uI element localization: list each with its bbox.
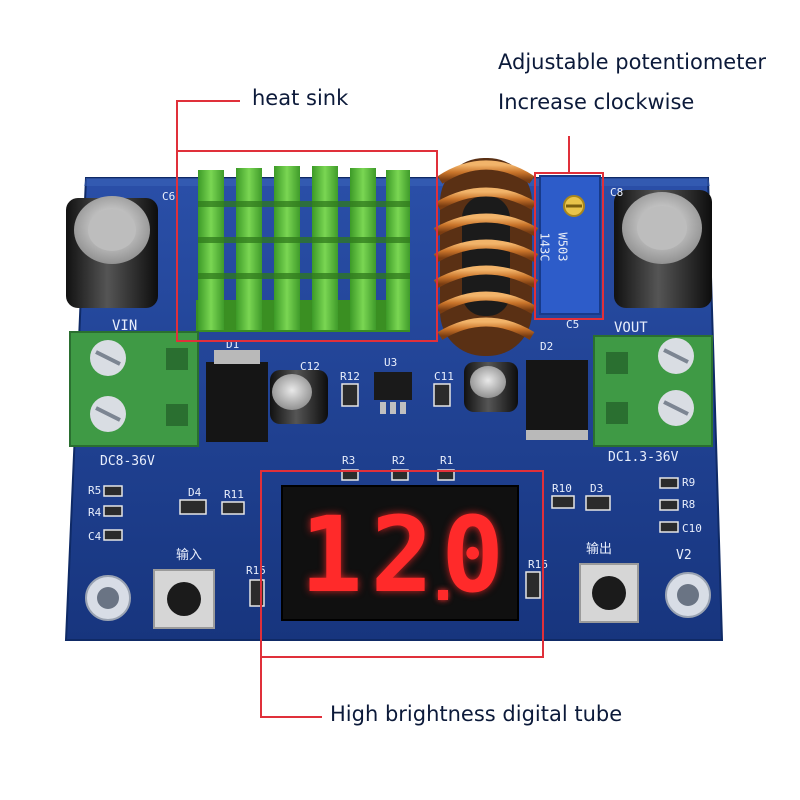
diode-d2 [526, 360, 588, 440]
heat-sink-label: heat sink [252, 86, 349, 110]
silk-ref-c4: C4 [88, 530, 102, 543]
heat-sink [196, 166, 410, 332]
capacitor-right [614, 190, 712, 308]
diode-d1 [206, 350, 268, 442]
potentiometer-label-line1: Adjustable potentiometer [498, 50, 766, 74]
digital-tube-label: High brightness digital tube [330, 702, 623, 726]
silk-ref-r12: R12 [340, 370, 360, 383]
input-terminal-block [69, 331, 199, 447]
display-digit-1: 1 [300, 494, 363, 616]
silk-ref-r5: R5 [88, 484, 102, 497]
display-decimal-point [438, 590, 448, 600]
silk-ref-r2: R2 [392, 454, 406, 467]
digital-tube-highlight-frame [260, 470, 544, 658]
digital-tube-leader-horizontal [260, 716, 322, 718]
silk-ref-r9: R9 [682, 476, 696, 489]
silk-v2: V2 [676, 548, 692, 563]
silk-ref-c11: C11 [434, 370, 454, 383]
heat-sink-leader-vertical [176, 100, 178, 152]
regulator-u3 [374, 372, 412, 414]
toroid-inductor [433, 158, 539, 356]
silk-ref-r4: R4 [88, 506, 102, 519]
display-digits: 1 2 0 [296, 500, 508, 610]
input-push-button [153, 569, 215, 629]
silk-ref-r8: R8 [682, 498, 696, 511]
small-capacitor-c12 [270, 370, 328, 424]
silk-ref-c8: C8 [610, 186, 624, 199]
potentiometer-highlight-frame [534, 172, 604, 320]
silk-ref-c5: C5 [566, 318, 580, 331]
silk-ref-c6: C6 [162, 190, 176, 203]
display-digit-2: 2 [370, 494, 434, 616]
silk-vin: VIN [112, 318, 138, 334]
smd-components [103, 383, 679, 607]
silk-vout: VOUT [614, 320, 648, 336]
silk-ref-d3: D3 [590, 482, 604, 495]
potentiometer-label-line2: Increase clockwise [498, 90, 695, 114]
potentiometer-leader-vertical [568, 136, 570, 174]
silk-output-range: DC1.3-36V [608, 450, 679, 465]
silk-ref-r10: R10 [552, 482, 572, 495]
silk-input-cn: 输入 [176, 548, 203, 563]
silk-input-range: DC8-36V [100, 454, 155, 469]
silk-ref-c10: C10 [682, 522, 702, 535]
heat-sink-highlight-frame [176, 150, 438, 342]
mounting-hole-left [85, 575, 131, 621]
capacitor-left [66, 196, 158, 308]
trim-potentiometer [539, 175, 601, 315]
silk-output-cn: 输出 [586, 542, 613, 557]
output-push-button [579, 563, 639, 623]
silk-ref-d2: D2 [540, 340, 554, 353]
silk-ref-u3: U3 [384, 356, 398, 369]
silk-ref-c12: C12 [300, 360, 320, 373]
mounting-hole-right [665, 572, 711, 618]
silk-ref-d4: D4 [188, 486, 202, 499]
small-capacitor-c11 [464, 362, 518, 412]
heat-sink-leader-horizontal [176, 100, 240, 102]
led-display [281, 485, 519, 621]
output-terminal-block [593, 335, 713, 447]
silk-ref-r1: R1 [440, 454, 454, 467]
digital-tube-leader-vertical [260, 656, 262, 718]
display-digit-3: 0 [441, 494, 504, 616]
silk-ref-r3: R3 [342, 454, 356, 467]
silk-ref-r11: R11 [224, 488, 244, 501]
